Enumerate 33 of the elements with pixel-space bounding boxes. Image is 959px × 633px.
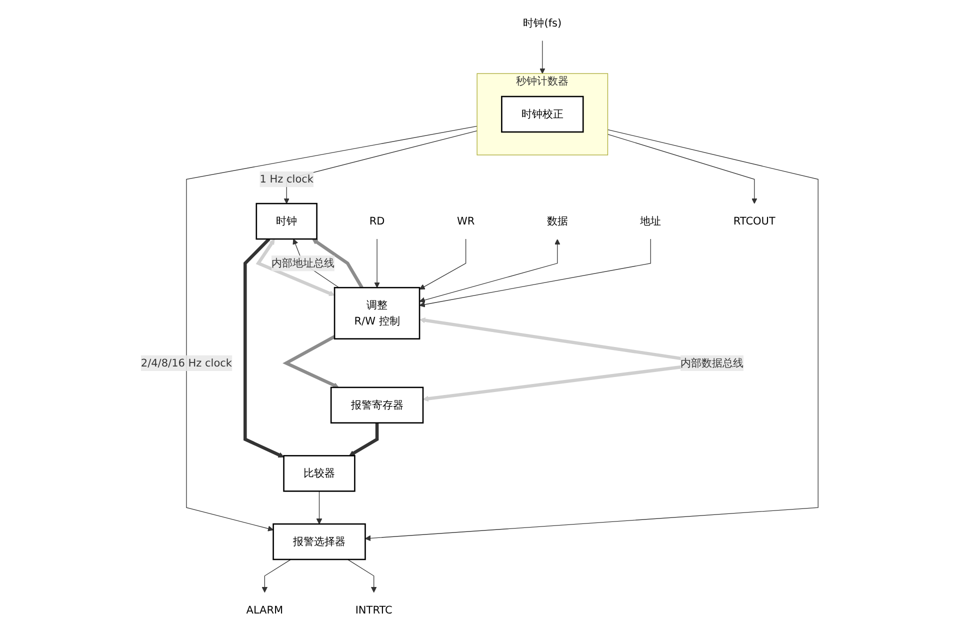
node-box: 调整 R/W 控制: [334, 286, 420, 340]
node-text: RD: [369, 214, 385, 228]
node-box: 比较器: [283, 455, 356, 492]
edge-label: 2/4/8/16 Hz clock: [140, 356, 232, 370]
arrow: [607, 134, 758, 204]
arrow: [419, 238, 651, 308]
node-text: ALARM: [246, 603, 284, 616]
edge-label: 内部地址总线: [271, 256, 334, 270]
node-text: 时钟(fs): [523, 16, 562, 29]
arrow: [256, 238, 335, 296]
node-box: 时钟: [256, 202, 318, 240]
edge-label: 1 Hz clock: [260, 172, 314, 186]
arrow: [374, 238, 380, 288]
edge-label: 内部数据总线: [680, 356, 744, 370]
node-box: 时钟校正: [501, 96, 584, 133]
arrow: [244, 238, 284, 458]
arrow: [540, 40, 546, 74]
node-text: 数据: [546, 214, 568, 228]
arrow: [316, 490, 322, 524]
arrow: [419, 239, 560, 303]
arrow: [262, 559, 292, 593]
node-text: 地址: [640, 214, 662, 228]
node-text: WR: [456, 214, 475, 228]
node-text: RTCOUT: [733, 214, 776, 228]
arrow: [419, 238, 466, 290]
arrow: [282, 335, 339, 388]
node-text: INTRTC: [355, 603, 392, 616]
arrow: [349, 422, 379, 456]
arrow: [312, 238, 364, 288]
arrow: [347, 559, 377, 593]
node-box: 报警选择器: [272, 523, 366, 560]
arrow: [364, 129, 818, 542]
node-box: 报警寄存器: [330, 386, 424, 424]
